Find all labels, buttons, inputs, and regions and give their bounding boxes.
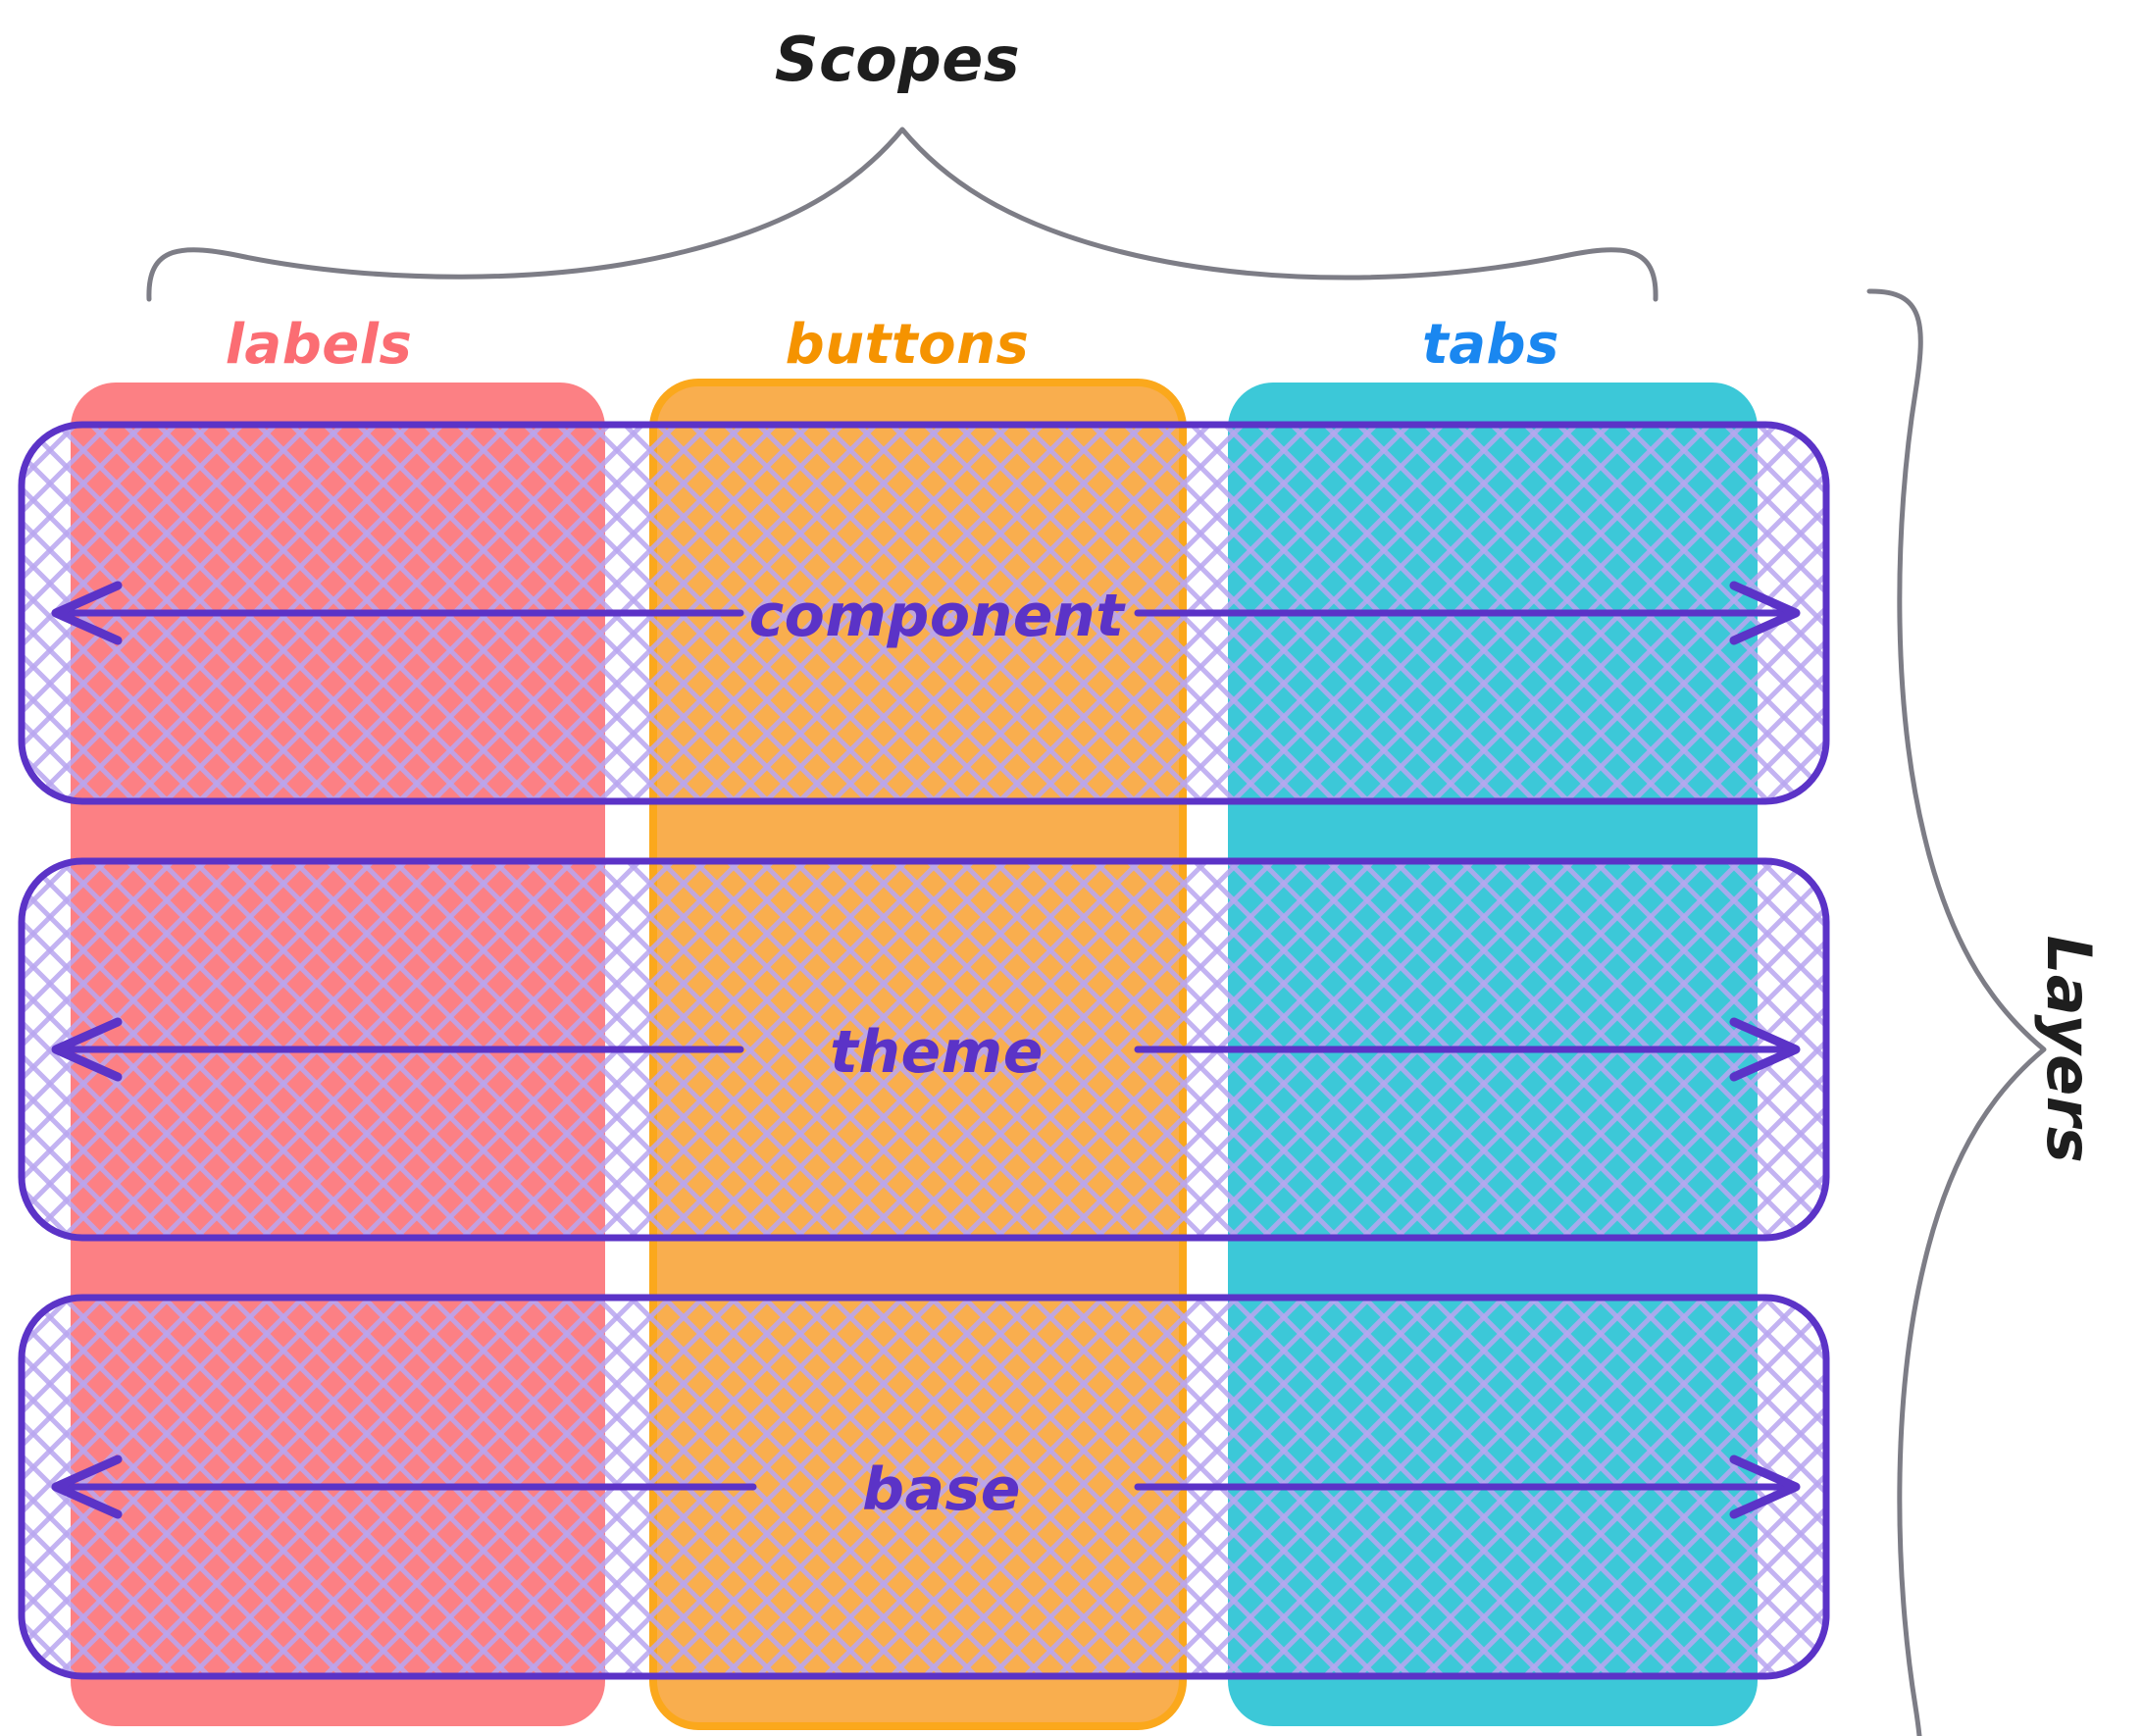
layer-label-theme: theme bbox=[830, 1018, 1044, 1087]
scopes-brace bbox=[146, 127, 1658, 302]
layer-arrow-theme bbox=[51, 1017, 1801, 1082]
scopes-title: Scopes bbox=[775, 24, 1020, 95]
layer-label-base: base bbox=[862, 1455, 1021, 1524]
scope-label-labels: labels bbox=[226, 313, 413, 377]
layer-label-component: component bbox=[749, 582, 1127, 650]
scope-label-buttons: buttons bbox=[786, 313, 1030, 377]
layer-arrow-component bbox=[51, 581, 1801, 645]
layer-arrow-base bbox=[51, 1455, 1801, 1519]
layers-title: Layers bbox=[2033, 936, 2105, 1163]
scope-label-tabs: tabs bbox=[1422, 313, 1559, 377]
layers-brace bbox=[1866, 288, 2047, 1736]
